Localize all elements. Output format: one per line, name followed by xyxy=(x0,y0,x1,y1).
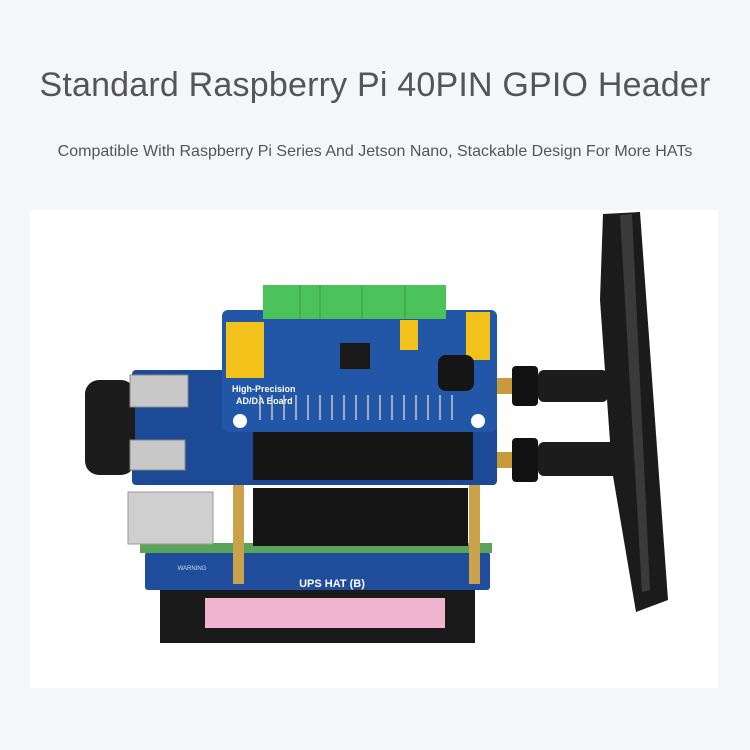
ups-hat-label: UPS HAT (B) xyxy=(299,578,365,590)
jumper xyxy=(226,322,264,378)
standoff-left xyxy=(233,480,244,584)
jumper xyxy=(466,312,490,360)
page-subtitle: Compatible With Raspberry Pi Series And … xyxy=(57,143,693,160)
usb-port xyxy=(129,374,189,408)
page-title: Standard Raspberry Pi 40PIN GPIO Header xyxy=(39,66,711,104)
adda-label-line2: AD/DA Board xyxy=(236,396,293,406)
battery xyxy=(205,598,445,628)
ethernet-port xyxy=(127,491,214,545)
screw-terminal-block xyxy=(263,285,446,319)
sma-connector-top xyxy=(497,366,608,406)
potentiometer xyxy=(438,355,474,391)
knob xyxy=(85,380,135,475)
raspberry-pi-board xyxy=(140,543,492,553)
adda-label-line1: High-Precision xyxy=(232,384,296,394)
usb-port xyxy=(129,439,186,471)
chip xyxy=(340,343,370,369)
warning-label: WARNING xyxy=(178,566,207,572)
gpio-header-upper xyxy=(253,430,473,480)
stacked-hat-illustration: UPS HAT (B) WARNING xyxy=(85,212,668,643)
gpio-header-lower xyxy=(253,488,468,546)
jumper xyxy=(400,320,418,350)
ups-hat-board xyxy=(145,552,490,590)
standoff-right xyxy=(469,480,480,584)
sma-connector-bottom xyxy=(497,438,618,482)
product-photo: UPS HAT (B) WARNING xyxy=(30,210,718,688)
